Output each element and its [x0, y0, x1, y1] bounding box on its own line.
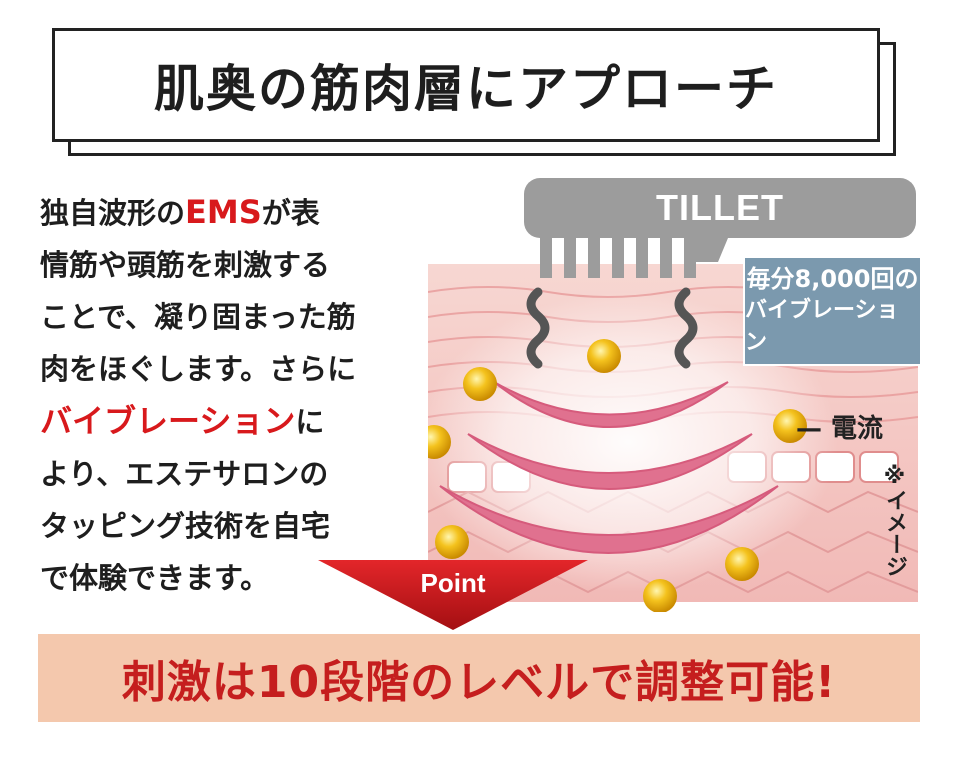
vibration-highlight: バイブレーション — [40, 402, 296, 440]
description-line-5: バイブレーションに — [40, 395, 410, 448]
image-note: ※イメージ — [882, 464, 907, 577]
point-arrow-shape — [318, 560, 588, 630]
ems-highlight: EMS — [185, 193, 262, 231]
description: 独自波形のEMSが表 情筋や頭筋を刺激する ことで、凝り固まった筋 肉をほぐしま… — [40, 186, 410, 604]
device-label: TILLET — [656, 187, 784, 228]
ems-waves — [439, 381, 779, 554]
device-prongs — [540, 236, 696, 278]
vibration-label: バイブレーション — [745, 298, 899, 355]
description-line-2: 情筋や頭筋を刺激する — [40, 248, 331, 282]
device-tab — [696, 238, 728, 262]
point-label: Point — [420, 568, 486, 598]
description-line-3: ことで、凝り固まった筋 — [40, 300, 356, 334]
title-box: 肌奥の筋肉層にアプローチ — [52, 28, 880, 142]
vibration-squiggle-left — [526, 287, 550, 369]
description-text: に — [295, 405, 325, 439]
description-line-4: 肉をほぐします。さらに — [40, 352, 357, 386]
page-title: 肌奥の筋肉層にアプローチ — [154, 60, 778, 118]
description-line-8: で体験できます。 — [40, 561, 270, 595]
point-arrow: Point — [318, 560, 588, 630]
glow — [428, 292, 838, 592]
current-particles — [428, 339, 807, 612]
description-line-1: 独自波形のEMSが表 — [40, 186, 410, 239]
skin-illustration: TILLET 毎分8,000回の バイブレーション — 電流 ※イメージ — [428, 172, 922, 612]
vibration-rate: 毎分8,000回の — [746, 265, 919, 293]
description-line-7: タッピング技術を自宅 — [40, 509, 331, 543]
description-text: 独自波形の — [40, 196, 186, 230]
description-text: が表 — [261, 196, 320, 230]
vibration-squiggle-right — [674, 287, 698, 369]
vibration-callout: 毎分8,000回の バイブレーション — [743, 256, 922, 366]
description-line-6: より、エステサロンの — [40, 457, 329, 491]
skin-layers-graphic — [428, 236, 918, 612]
current-label: — 電流 — [796, 414, 884, 444]
device-head: TILLET — [524, 178, 916, 238]
banner-text: 刺激は10段階のレベルで調整可能! — [121, 657, 837, 708]
level-banner: 刺激は10段階のレベルで調整可能! — [38, 634, 920, 722]
